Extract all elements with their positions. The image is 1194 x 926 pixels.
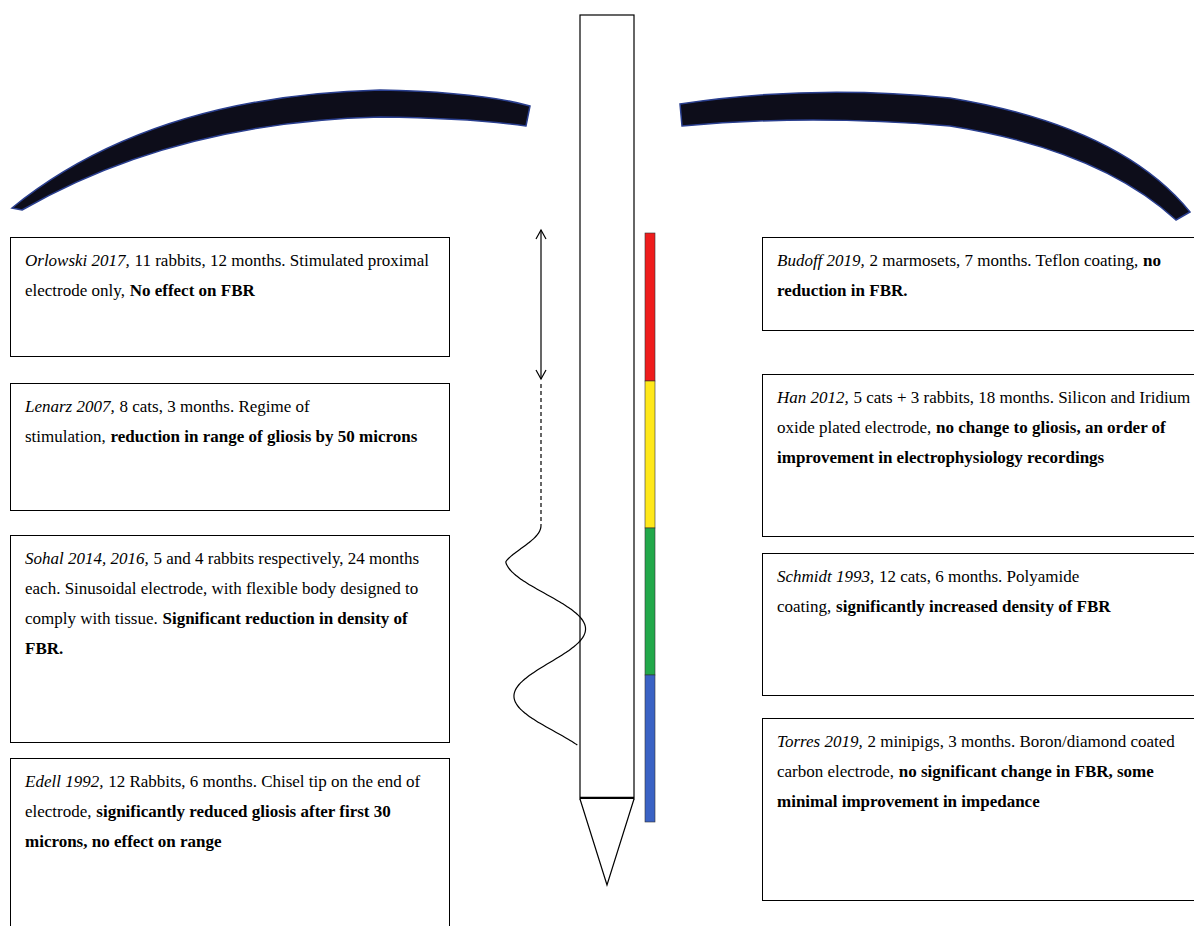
study-citation: Torres 2019, — [777, 732, 863, 751]
study-citation: Budoff 2019, — [777, 251, 865, 270]
color-band — [645, 528, 655, 675]
study-box: Lenarz 2007,8 cats, 3 months. Regime of … — [10, 383, 450, 511]
study-result: reduction in range of gliosis by 50 micr… — [111, 427, 418, 446]
electrode-tip-joint — [580, 797, 634, 800]
cortex-arc — [12, 90, 530, 210]
study-text: Lenarz 2007,8 cats, 3 months. Regime of … — [25, 392, 439, 452]
study-text: Torres 2019,2 minipigs, 3 months. Boron/… — [777, 727, 1194, 817]
electrode-tip — [580, 799, 634, 885]
study-text: Han 2012,5 cats + 3 rabbits, 18 months. … — [777, 383, 1194, 473]
dashed-guide — [540, 384, 541, 525]
study-box: Orlowski 2017,11 rabbits, 12 months. Sti… — [10, 237, 450, 357]
color-band — [645, 233, 655, 381]
color-band — [645, 675, 655, 822]
electrode-shaft — [580, 15, 634, 799]
study-text: Orlowski 2017,11 rabbits, 12 months. Sti… — [25, 246, 439, 306]
study-result: No effect on FBR — [130, 281, 255, 300]
study-text: Sohal 2014, 2016,5 and 4 rabbits respect… — [25, 544, 439, 664]
study-box: Sohal 2014, 2016,5 and 4 rabbits respect… — [10, 535, 450, 743]
range-arrow — [540, 230, 541, 379]
study-citation: Edell 1992, — [25, 772, 103, 791]
study-citation: Schmidt 1993, — [777, 567, 874, 586]
study-box: Schmidt 1993,12 cats, 6 months. Polyamid… — [762, 553, 1194, 696]
study-result: significantly increased density of FBR — [836, 597, 1111, 616]
study-text: Edell 1992,12 Rabbits, 6 months. Chisel … — [25, 767, 439, 857]
study-box: Budoff 2019, 2 marmosets, 7 months. Teflo… — [762, 237, 1194, 331]
study-citation: Orlowski 2017, — [25, 251, 130, 270]
study-citation: Lenarz 2007, — [25, 397, 115, 416]
sinusoidal-electrode — [506, 525, 586, 745]
study-text: Budoff 2019, 2 marmosets, 7 months. Teflo… — [777, 246, 1194, 306]
study-details: 2 marmosets, 7 months. Teflon coating, — [870, 251, 1139, 270]
study-citation: Sohal 2014, 2016, — [25, 549, 149, 568]
cortex-arc — [680, 92, 1190, 220]
study-citation: Han 2012, — [777, 388, 849, 407]
color-band — [645, 381, 655, 528]
study-box: Edell 1992,12 Rabbits, 6 months. Chisel … — [10, 758, 450, 926]
study-text: Schmidt 1993,12 cats, 6 months. Polyamid… — [777, 562, 1194, 622]
study-box: Han 2012,5 cats + 3 rabbits, 18 months. … — [762, 374, 1194, 537]
study-box: Torres 2019,2 minipigs, 3 months. Boron/… — [762, 718, 1194, 901]
